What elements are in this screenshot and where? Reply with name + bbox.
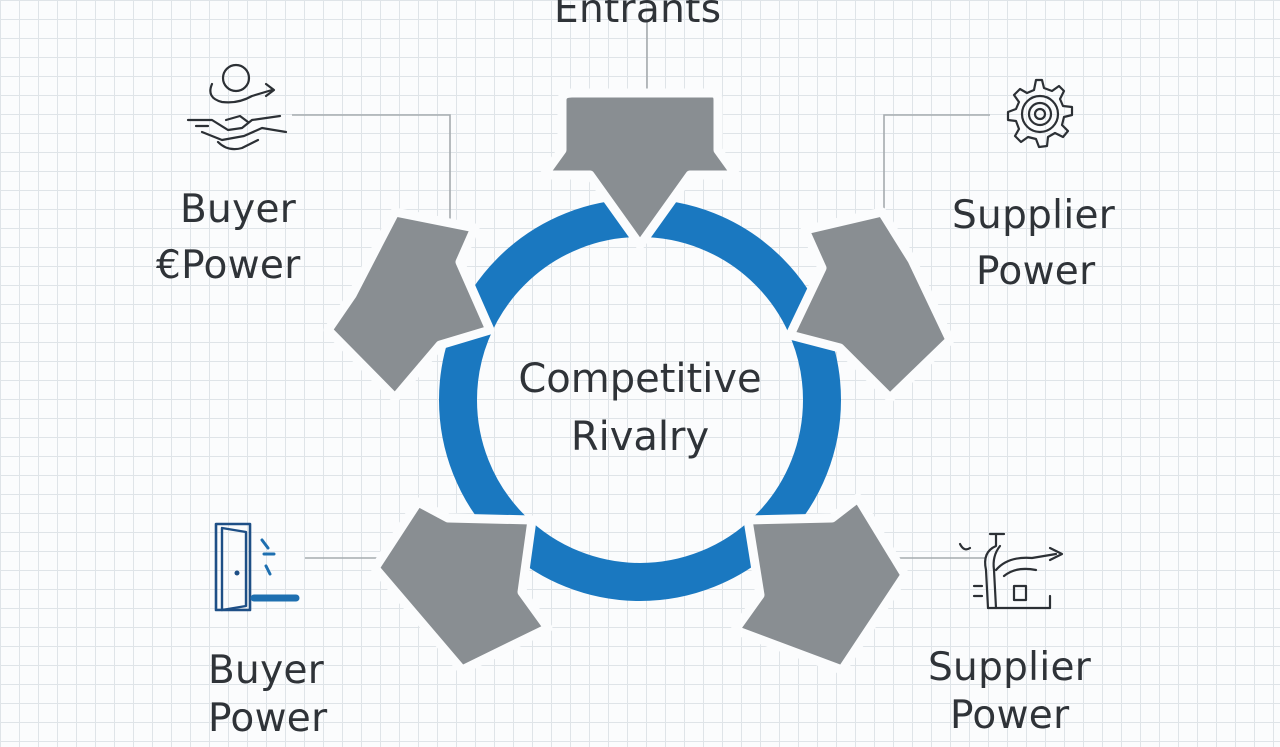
force-label-lower-right-line2: Power bbox=[950, 693, 1070, 738]
force-label-lower-left: Buyer Power bbox=[208, 643, 327, 747]
force-label-upper-right-line2: Power bbox=[976, 249, 1096, 294]
force-label-upper-left-line2: Power bbox=[181, 243, 301, 288]
gear-icon bbox=[1006, 78, 1074, 149]
arrow-upper-left bbox=[323, 207, 495, 403]
pipe-valve-icon bbox=[958, 532, 1064, 610]
arrow-lower-left bbox=[370, 497, 553, 675]
force-label-lower-left-line1: Buyer bbox=[208, 648, 325, 693]
connector-upper-right bbox=[883, 114, 990, 210]
force-label-top: Entrants bbox=[554, 0, 721, 38]
force-label-lower-right: Supplier Power bbox=[928, 640, 1091, 744]
connector-lines bbox=[292, 22, 990, 559]
connector-upper-left bbox=[292, 114, 451, 225]
force-label-upper-left: Buyer €Power bbox=[156, 182, 301, 294]
door-exit-icon bbox=[214, 522, 300, 612]
force-label-upper-left-line1: Buyer bbox=[180, 187, 297, 232]
force-label-upper-left-line2-wrap: €Power bbox=[156, 238, 301, 294]
arrow-top bbox=[539, 88, 741, 250]
force-label-upper-right: Supplier Power bbox=[952, 188, 1115, 300]
arrow-upper-right bbox=[785, 207, 955, 403]
euro-glyph: € bbox=[156, 243, 182, 288]
force-label-lower-right-line1: Supplier bbox=[928, 645, 1092, 690]
center-label-line2: Rivalry bbox=[570, 414, 710, 460]
force-label-top-line1: Entrants bbox=[554, 0, 722, 32]
arrow-lower-right bbox=[730, 493, 910, 675]
center-label-line1: Competitive bbox=[518, 356, 762, 402]
force-label-lower-left-line2: Power bbox=[208, 696, 328, 741]
porter-five-forces-diagram bbox=[292, 22, 990, 675]
force-label-upper-right-line1: Supplier bbox=[952, 193, 1116, 238]
handshake-icon bbox=[186, 63, 288, 151]
center-label: Competitive Rivalry bbox=[490, 350, 790, 466]
